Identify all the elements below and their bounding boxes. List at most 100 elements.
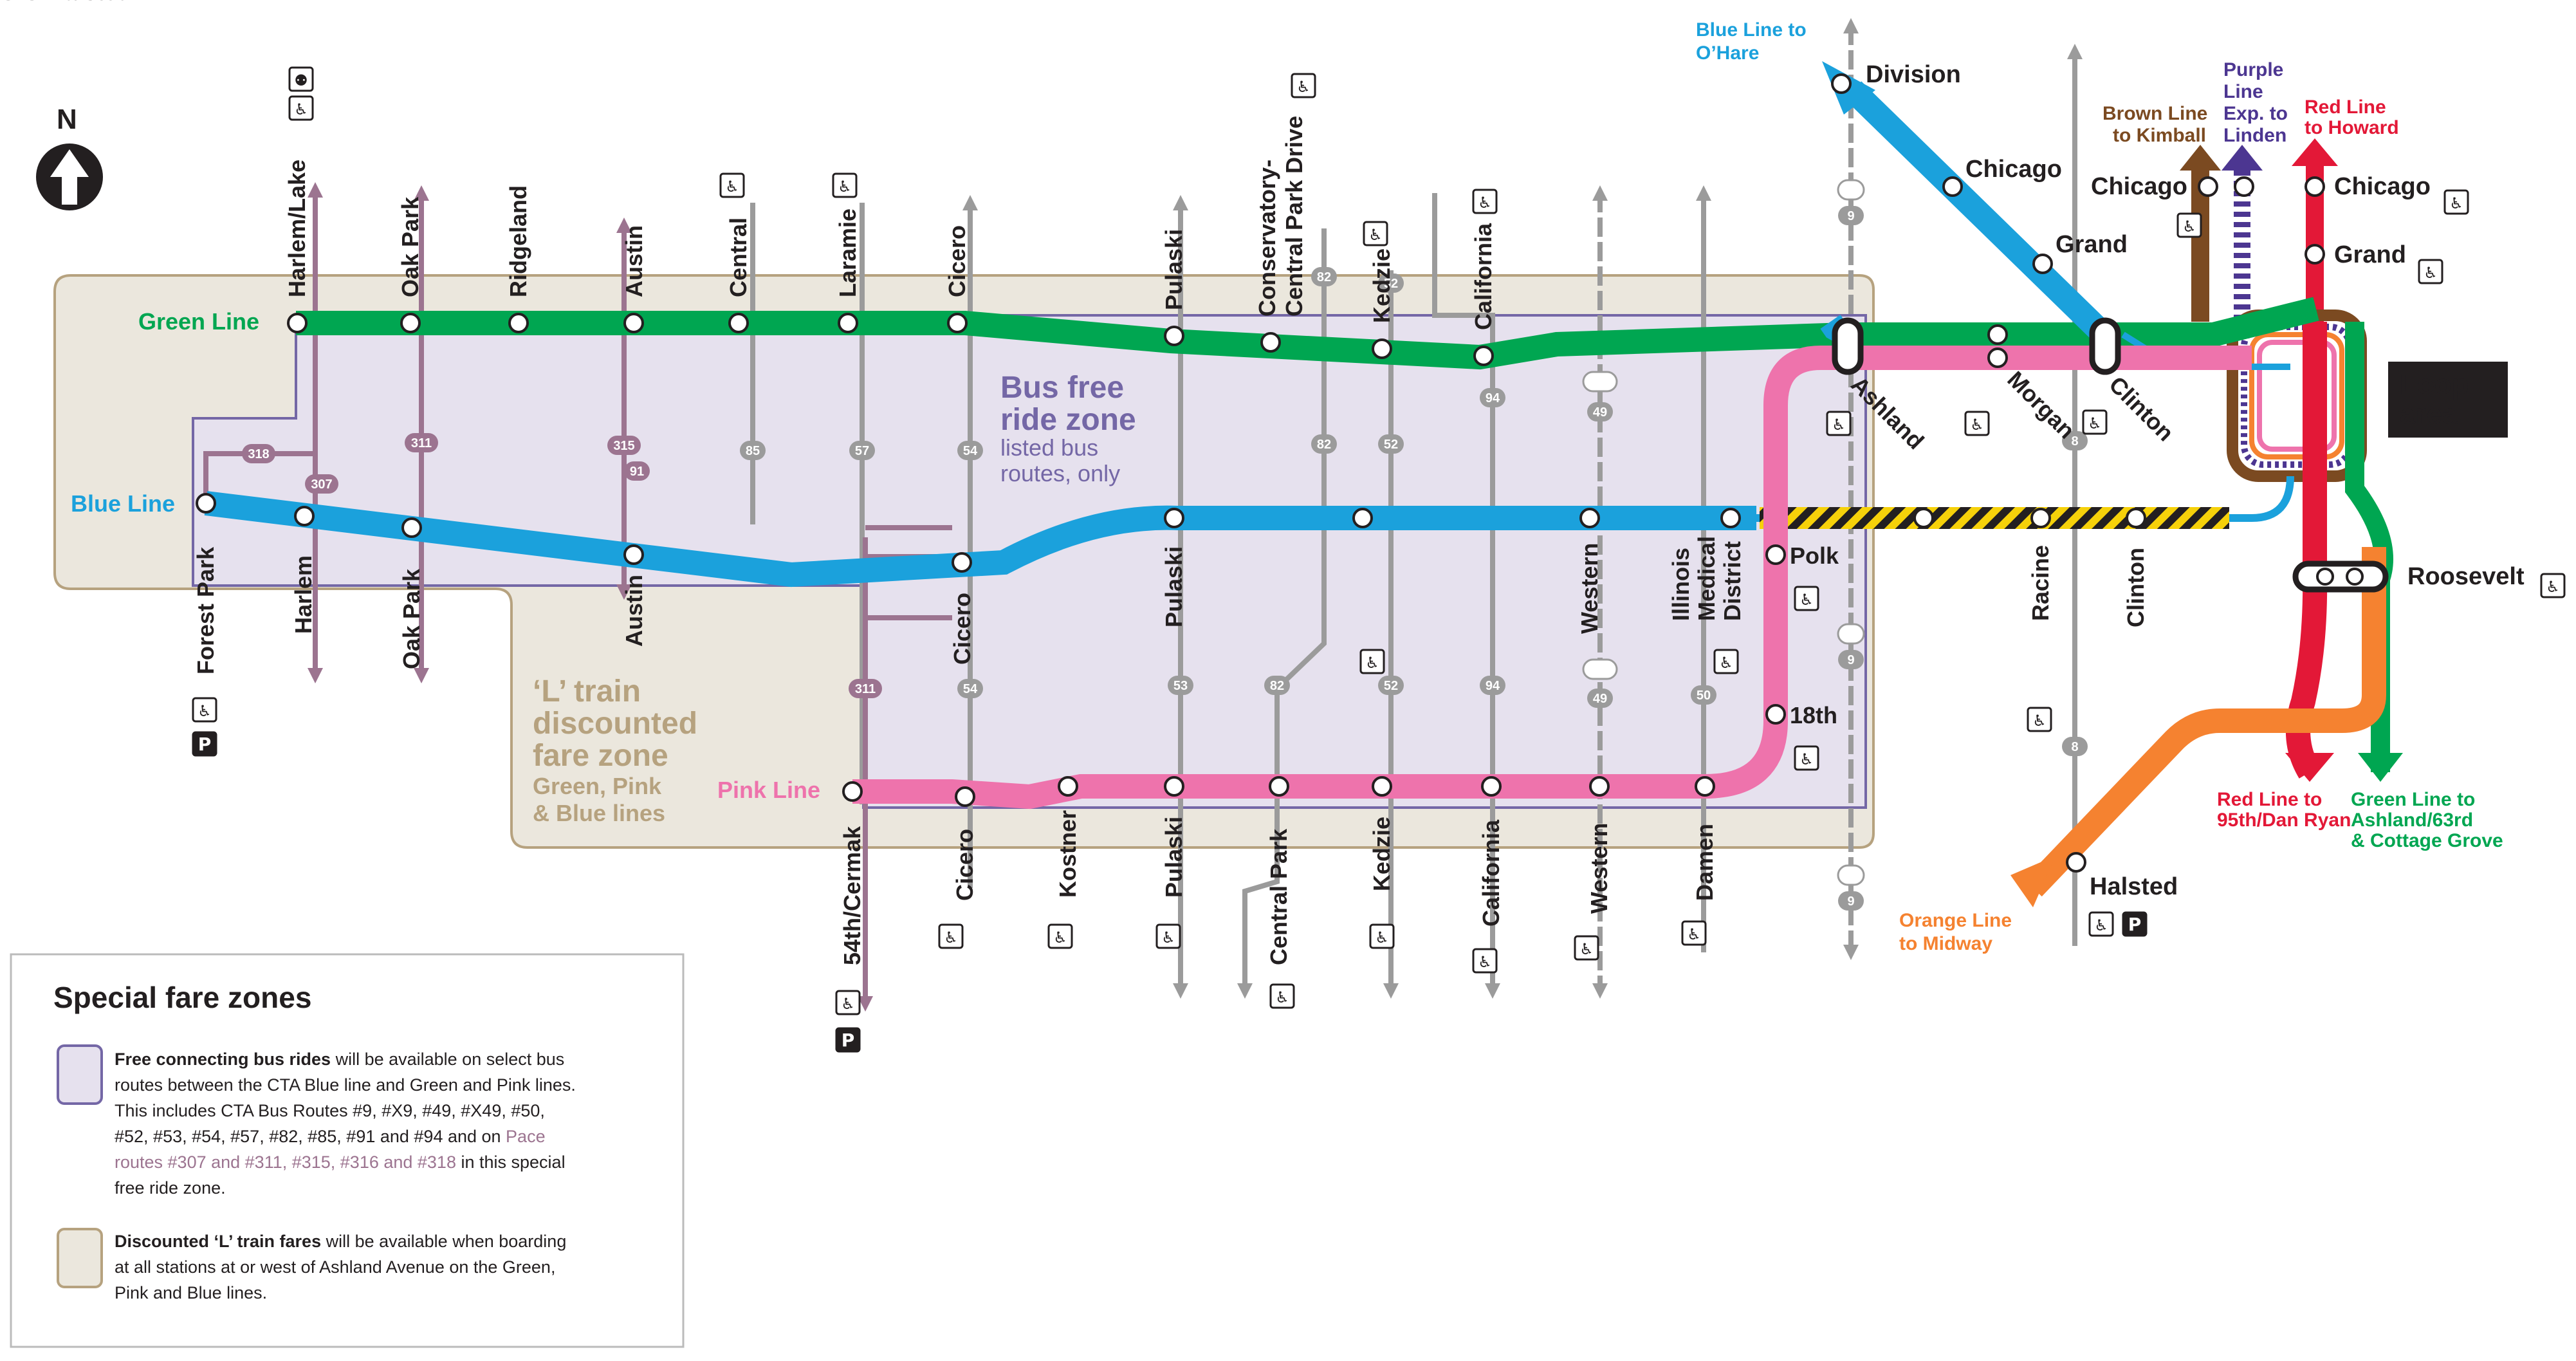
station-ridgeland: Ridgeland (505, 185, 531, 297)
bus-route-badge (305, 474, 338, 494)
accessible-icon-glyph: ♿ (1579, 940, 1594, 958)
bus-route-badge (1691, 685, 1716, 705)
accessible-icon (2088, 911, 2114, 937)
station-roosevelt: Roosevelt (2407, 563, 2525, 590)
bus-route-number: X9 (1843, 869, 1859, 883)
station-18th: 18th (1790, 702, 1837, 728)
destination-labels: Blue Line to O’Hare Brown Line to Kimbal… (1696, 19, 2503, 954)
parking-icon (835, 1027, 861, 1053)
legend-item1-text1: will be available on select bus (331, 1050, 564, 1069)
station-austin-green: Austin (621, 225, 647, 297)
accessible-icon-glyph: ♿ (2088, 414, 2102, 432)
dest-brown-1: Brown Line (2102, 103, 2207, 124)
bus-route-badge (1582, 658, 1618, 680)
accessible-icon (192, 697, 217, 723)
parking-icon-glyph: P (2128, 914, 2142, 935)
accessible-icon-glyph: ♿ (2424, 264, 2438, 282)
orange-line (2024, 547, 2386, 897)
bus-route-number: 307 (311, 477, 332, 492)
bus-route-badge (624, 461, 650, 481)
bus-route-number: 52 (1384, 679, 1398, 693)
red-line-north-arrow (2292, 138, 2338, 166)
bus-route-number: X9 (1843, 627, 1859, 642)
dest-red-n-2: to Howard (2305, 117, 2399, 138)
green-line-south-arrow (2358, 753, 2403, 782)
dest-brown-2: to Kimball (2113, 125, 2206, 146)
loop-label-1: Loop (2400, 369, 2469, 400)
accessible-icon-glyph: ♿ (1161, 929, 1175, 947)
accessible-icon (1363, 221, 1388, 246)
bus-route-badge (1837, 623, 1865, 645)
station-austin-blue: Austin (621, 575, 647, 647)
accessible-icon (2418, 259, 2443, 284)
station-harlem-lake: Harlem/Lake (284, 160, 310, 297)
green-line-label: Green Line (138, 308, 259, 335)
bus-route-badge (1837, 179, 1865, 201)
discount-zone-sub-1: Green, Pink (533, 773, 662, 799)
discount-zone-title-2: discounted (533, 707, 697, 741)
accessible-icon-glyph: ♿ (2032, 712, 2047, 730)
accessible-icon (1681, 920, 1707, 946)
accessible-icon-glyph: ♿ (1368, 226, 1383, 244)
legend-item1-bold: Free connecting bus rides (115, 1050, 331, 1069)
accessible-icon (2443, 189, 2469, 215)
bus-route-badge (1311, 267, 1337, 286)
accessible-icon (1369, 923, 1395, 949)
accessible-icon (1964, 411, 1990, 436)
accessible-icon (2176, 212, 2202, 238)
dest-orange-2: to Midway (1899, 933, 1992, 954)
loop-area-box (2388, 362, 2508, 438)
station-cicero-pink: Cicero (952, 829, 978, 901)
dest-green-s-2: Ashland/63rd (2351, 810, 2473, 831)
bus-route-number: 94 (1486, 391, 1500, 405)
accessible-icon (2027, 707, 2052, 732)
bus-route-badge (1838, 206, 1864, 225)
bus-route-number: 315 (613, 439, 634, 453)
accessible-icon (1574, 935, 1599, 961)
station-grand-blue: Grand (2056, 231, 2128, 258)
bus-route-badge (2062, 431, 2088, 450)
bus-route-number: 54 (963, 444, 978, 458)
station-central-park-drive: Central Park Drive (1281, 116, 1307, 317)
station-pulaski-green: Pulaski (1161, 229, 1187, 310)
bus-route-number: 85 (746, 444, 760, 458)
bus-route-number: 9 (1847, 209, 1854, 223)
dest-green-s-3: & Cottage Grove (2351, 830, 2503, 851)
station-central: Central (725, 218, 751, 297)
station-california-pink: California (1478, 819, 1504, 927)
legend-item1-line5: routes #307 and #311, #315, #316 and #31… (115, 1153, 566, 1172)
station-central-park: Central Park (1265, 828, 1292, 965)
accessible-icon (1269, 983, 1295, 1009)
station-pulaski-blue: Pulaski (1161, 546, 1187, 627)
accessible-icon-glyph: ♿ (2449, 194, 2463, 212)
bus-route-badge (849, 441, 875, 460)
bus-route-number: 318 (248, 447, 269, 461)
bus-route-number: 311 (411, 436, 432, 450)
legend-item1-pace: Pace (506, 1127, 546, 1146)
dest-purple-1: Purple (2223, 59, 2283, 80)
dest-purple-3: Exp. to (2223, 103, 2288, 124)
red-line-south-arrow (2285, 753, 2334, 782)
accessible-icon-glyph: ♿ (1799, 591, 1814, 609)
bus-route-number: 9 (1847, 894, 1854, 909)
bus-route-number: 82 (1270, 679, 1284, 693)
legend-item1-tail: in this special (456, 1153, 566, 1172)
accessible-icon-glyph: ♿ (1832, 416, 1846, 434)
bus-route-badge (2062, 737, 2088, 756)
bus-route-number: X49 (1588, 375, 1612, 389)
bus-route-number: 82 (1317, 438, 1331, 452)
pink-line-label: Pink Line (717, 777, 820, 803)
bus-route-badge (1582, 371, 1618, 393)
bus-route-number: X9 (1843, 183, 1859, 198)
accessible-icon-glyph: ♿ (1053, 929, 1067, 947)
parking-icon-glyph: P (198, 734, 212, 755)
dest-orange-1: Orange Line (1899, 910, 2012, 931)
station-polk: Polk (1790, 542, 1839, 569)
bus-route-badge (1480, 388, 1505, 407)
dest-purple-4: Linden (2223, 125, 2286, 146)
bus-route-number: 50 (1697, 689, 1711, 703)
free-zone-title-1: Bus free (1000, 371, 1124, 405)
accessible-icon (1359, 649, 1385, 674)
station-halsted: Halsted (2090, 873, 2178, 900)
